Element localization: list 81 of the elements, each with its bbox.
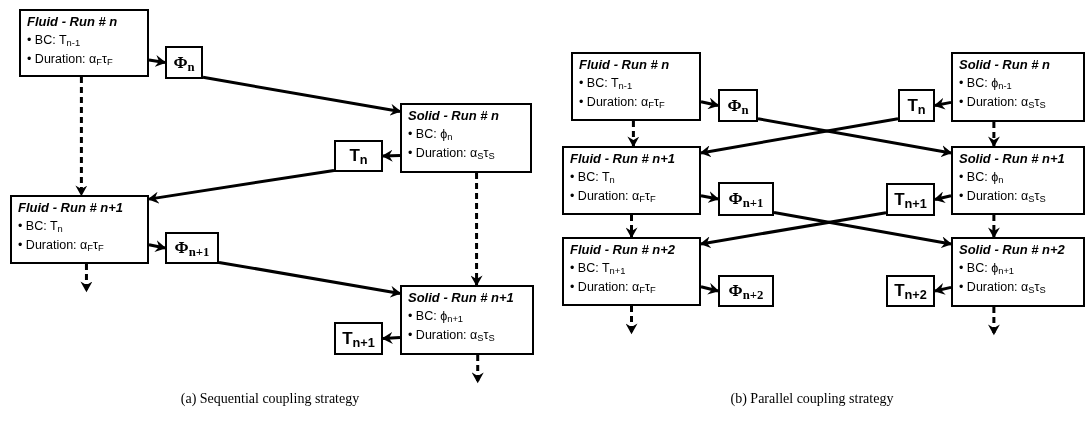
run-box bbox=[571, 52, 701, 121]
boundary-condition-text: • BC: ϕ$_{n}$ bbox=[408, 126, 453, 144]
arrow bbox=[202, 75, 402, 116]
boundary-condition-text: • BC: T$_{n}$ bbox=[18, 218, 63, 236]
variable-symbol: T$_{n}$ bbox=[349, 145, 368, 169]
duration-text: • Duration: α$_{S}$τ$_{S}$ bbox=[959, 279, 1046, 297]
dashed-arrow bbox=[75, 77, 88, 197]
arrow bbox=[218, 260, 402, 298]
run-box bbox=[951, 237, 1085, 307]
duration-text: • Duration: α$_{F}$τ$_{F}$ bbox=[27, 51, 113, 69]
variable-box bbox=[165, 46, 203, 79]
arrow bbox=[700, 282, 720, 295]
boundary-condition-text: • BC: ϕ$_{n+1}$ bbox=[408, 308, 464, 326]
boundary-condition-text: • BC: T$_{n-1}$ bbox=[27, 32, 81, 50]
run-box bbox=[19, 9, 149, 77]
dashed-arrow bbox=[987, 307, 1000, 336]
variable-symbol: Φ$_{n}$ bbox=[173, 51, 195, 76]
duration-text: • Duration: α$_{F}$τ$_{F}$ bbox=[18, 237, 104, 255]
dashed-arrow bbox=[471, 355, 484, 384]
arrow bbox=[148, 240, 167, 252]
run-title: Solid - Run # n+1 bbox=[959, 150, 1065, 168]
run-title: Solid - Run # n bbox=[408, 107, 499, 125]
boundary-condition-text: • BC: T$_{n+1}$ bbox=[570, 260, 626, 278]
variable-box bbox=[718, 275, 774, 307]
run-box bbox=[10, 195, 149, 264]
variable-symbol: T$_{n+1}$ bbox=[342, 327, 375, 352]
caption: (a) Sequential coupling strategy bbox=[179, 390, 361, 408]
boundary-condition-text: • BC: T$_{n}$ bbox=[570, 169, 615, 187]
variable-box bbox=[718, 182, 774, 216]
run-title: Fluid - Run # n bbox=[27, 13, 118, 31]
dashed-arrow bbox=[625, 306, 638, 335]
dashed-arrow bbox=[627, 121, 640, 148]
arrow bbox=[700, 191, 720, 204]
duration-text: • Duration: α$_{F}$τ$_{F}$ bbox=[570, 279, 656, 297]
duration-text: • Duration: α$_{S}$τ$_{S}$ bbox=[959, 188, 1046, 206]
arrow bbox=[757, 117, 953, 158]
dashed-arrow bbox=[987, 215, 1000, 239]
arrow bbox=[148, 55, 167, 67]
variable-symbol: Φ$_{n+2}$ bbox=[728, 280, 764, 304]
dashed-arrow bbox=[987, 122, 1000, 148]
dashed-arrow bbox=[80, 264, 93, 293]
run-title: Fluid - Run # n+1 bbox=[570, 150, 676, 168]
variable-box bbox=[334, 322, 383, 355]
variable-box bbox=[886, 275, 935, 307]
duration-text: • Duration: α$_{S}$τ$_{S}$ bbox=[408, 327, 495, 345]
run-box bbox=[951, 146, 1085, 215]
run-box bbox=[562, 146, 701, 215]
duration-text: • Duration: α$_{F}$τ$_{F}$ bbox=[570, 188, 656, 206]
variable-box bbox=[718, 89, 758, 122]
duration-text: • Duration: α$_{S}$τ$_{S}$ bbox=[959, 94, 1046, 112]
run-box bbox=[400, 285, 534, 355]
boundary-condition-text: • BC: ϕ$_{n}$ bbox=[959, 169, 1004, 187]
boundary-condition-text: • BC: ϕ$_{n-1}$ bbox=[959, 75, 1012, 93]
run-box bbox=[400, 103, 532, 173]
variable-box bbox=[886, 183, 935, 216]
boundary-condition-text: • BC: ϕ$_{n+1}$ bbox=[959, 260, 1015, 278]
variable-box bbox=[165, 232, 219, 264]
run-box bbox=[562, 237, 701, 306]
variable-symbol: Φ$_{n+1}$ bbox=[174, 237, 210, 261]
arrow bbox=[700, 97, 720, 110]
duration-text: • Duration: α$_{S}$τ$_{S}$ bbox=[408, 145, 495, 163]
variable-symbol: T$_{n+2}$ bbox=[894, 280, 927, 304]
run-title: Solid - Run # n+1 bbox=[408, 289, 514, 307]
duration-text: • Duration: α$_{F}$τ$_{F}$ bbox=[579, 94, 665, 112]
variable-symbol: Φ$_{n+1}$ bbox=[728, 188, 764, 212]
run-title: Solid - Run # n bbox=[959, 56, 1050, 74]
arrow bbox=[773, 211, 953, 249]
run-title: Fluid - Run # n+2 bbox=[570, 241, 676, 259]
variable-box bbox=[334, 140, 383, 172]
variable-symbol: T$_{n}$ bbox=[907, 94, 926, 119]
run-title: Fluid - Run # n+1 bbox=[18, 199, 124, 217]
variable-symbol: T$_{n+1}$ bbox=[894, 188, 927, 213]
dashed-arrow bbox=[625, 215, 638, 239]
dashed-arrow bbox=[470, 173, 483, 287]
boundary-condition-text: • BC: T$_{n-1}$ bbox=[579, 75, 633, 93]
variable-box bbox=[898, 89, 935, 122]
run-title: Fluid - Run # n bbox=[579, 56, 670, 74]
variable-symbol: Φ$_{n}$ bbox=[727, 94, 749, 119]
run-title: Solid - Run # n+2 bbox=[959, 241, 1065, 259]
run-box bbox=[951, 52, 1085, 122]
caption: (b) Parallel coupling strategy bbox=[729, 390, 895, 408]
